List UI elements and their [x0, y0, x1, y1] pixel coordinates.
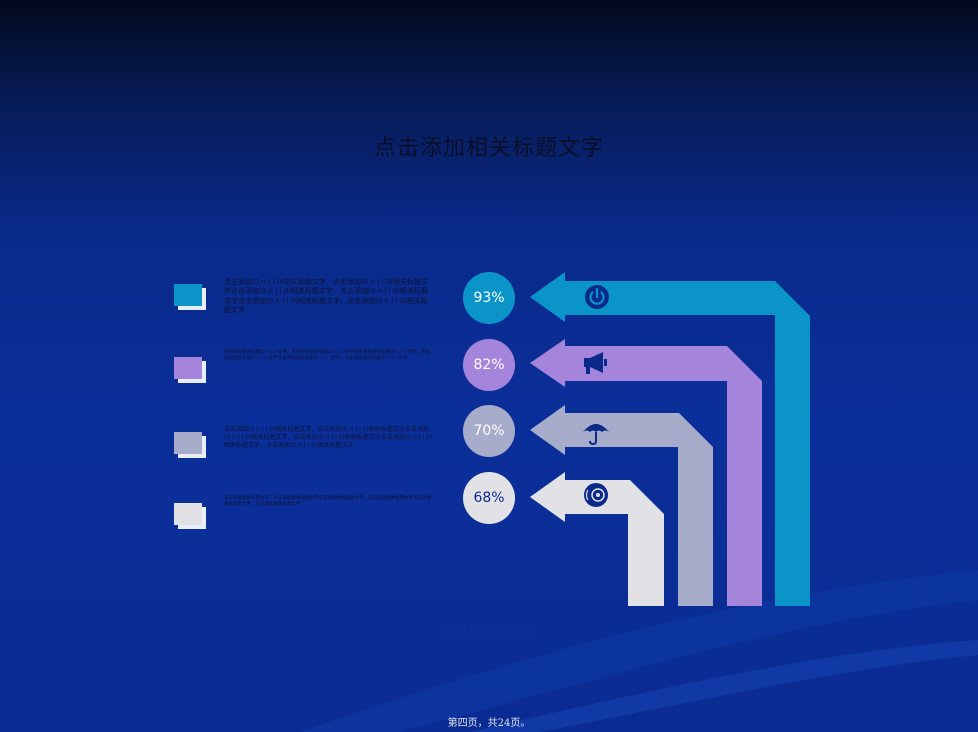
power-icon	[585, 285, 609, 309]
percent-badge: 68%	[463, 472, 515, 524]
arrow-68	[530, 472, 664, 606]
percent-badge: 82%	[463, 339, 515, 391]
item-description[interactable]: 点击添加(0 n | i 0)相关标题文字，点击添加(0 n | i 0)相关标…	[224, 278, 429, 315]
percent-value: 70%	[473, 423, 505, 439]
percent-badge: 93%	[463, 272, 515, 324]
page-footer: 第四页，共24页。	[447, 718, 531, 729]
item-description[interactable]: 点击添加(0 n | i 0)相关标题文字，点击添加(0 n | i 0)相关标…	[224, 426, 433, 450]
percent-value: 68%	[473, 490, 505, 506]
arrow-93	[530, 272, 810, 606]
arrow-70	[530, 405, 713, 606]
arrow-82	[530, 339, 762, 606]
color-swatch	[174, 432, 206, 458]
percent-badge: 70%	[463, 405, 515, 457]
item-description[interactable]: 点击添加相关标题(0 n | i )文字，点击添加相关标题(0 n | i )文…	[224, 350, 431, 362]
item-description[interactable]: 点击添加相关标题文字，点击添加相关标题文字点击添加相关标题文字，点击添加相关标题…	[224, 496, 431, 508]
color-swatch	[174, 357, 206, 383]
percent-value: 93%	[473, 290, 505, 306]
slide-title[interactable]: 点击添加相关标题文字	[373, 136, 604, 161]
color-swatch	[174, 284, 206, 310]
color-swatch	[174, 503, 206, 529]
disc-icon	[584, 483, 608, 507]
page-counter: 第3页/共24页	[444, 623, 534, 641]
percent-value: 82%	[473, 357, 505, 373]
megaphone-icon	[584, 352, 607, 374]
umbrella-icon	[583, 424, 609, 446]
